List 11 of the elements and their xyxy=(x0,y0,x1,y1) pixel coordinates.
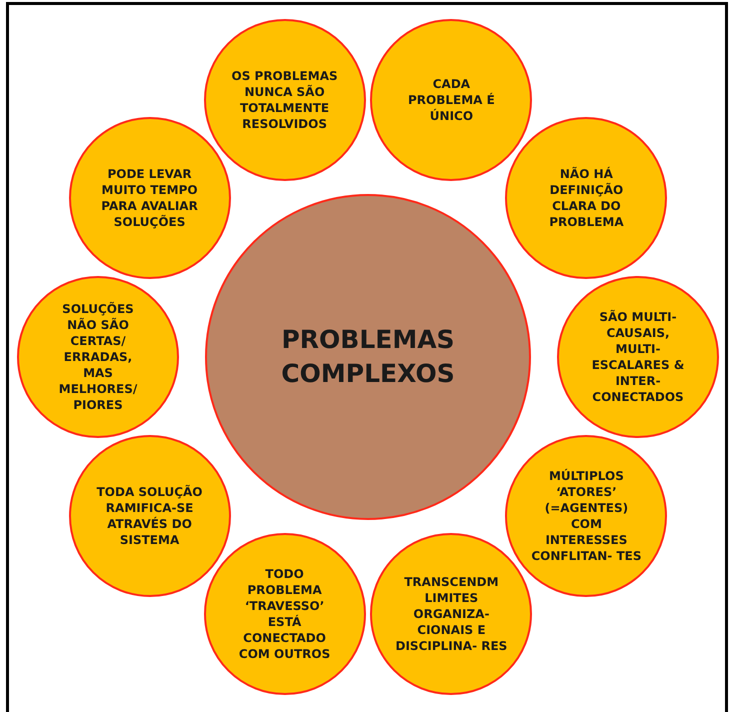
center-title: PROBLEMAS COMPLEXOS xyxy=(280,324,456,390)
circle-text: NÃO HÁ DEFINIÇÃO CLARA DO PROBLEMA xyxy=(548,166,625,230)
circle-text: CADA PROBLEMA É ÚNICO xyxy=(407,76,496,124)
circle-text: MÚLTIPLOS ‘ATORES’ (=AGENTES) COM INTERESSES CONFLITAN- TES xyxy=(530,468,642,564)
circle-text: TODA SOLUÇÃO RAMIFICA-SE ATRAVÉS DO SISTEMA xyxy=(96,484,204,548)
circle-text: TODO PROBLEMA ‘TRAVESSO’ ESTÁ CONECTADO COM OUTROS xyxy=(238,566,332,662)
circle-text: SÃO MULTI- CAUSAIS, MULTI- ESCALARES & INTER- CONECTADOS xyxy=(590,309,686,405)
circle-text: SOLUÇÕES NÃO SÃO CERTAS/ ERRADAS, MAS MELHORES/ PIORES xyxy=(58,301,138,413)
circle-text: TRANSCENDM LIMITES ORGANIZA- CIONAIS E DISCIPLINA- RES xyxy=(395,574,508,654)
circle-text: PODE LEVAR MUITO TEMPO PARA AVALIAR SOLUÇÕES xyxy=(100,166,199,230)
circle-text: OS PROBLEMAS NUNCA SÃO TOTALMENTE RESOLVIDOS xyxy=(230,68,339,132)
